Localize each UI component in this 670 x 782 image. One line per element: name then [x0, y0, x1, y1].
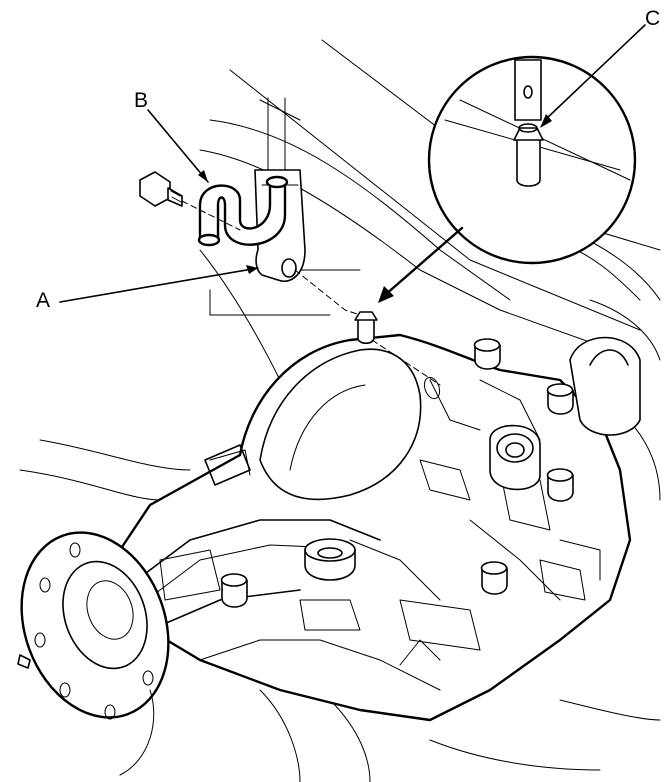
- breather-nipple: [354, 311, 378, 345]
- pinion-boss: [489, 336, 641, 491]
- bolt-lower-left: [220, 573, 248, 608]
- callout-label-b: B: [134, 89, 149, 112]
- leader-arrow-a: [246, 265, 258, 274]
- bracket-bolt: [139, 171, 241, 231]
- axle-flange: [17, 531, 170, 776]
- leader-lines: [59, 24, 646, 303]
- breather-hose: [197, 175, 289, 247]
- bolt-mid-right: [546, 468, 574, 502]
- breather-hole: [371, 339, 441, 400]
- leader-line-a: [59, 267, 259, 303]
- bolt-lower-right: [480, 561, 508, 595]
- callout-label-a: A: [36, 289, 51, 312]
- housing-bolts: [220, 338, 574, 608]
- chassis-frame-lines: [199, 39, 661, 361]
- bolt-top-left: [473, 338, 501, 370]
- leader-arrow-c: [540, 114, 552, 128]
- detail-pointer-arrowhead: [378, 286, 394, 303]
- detail-pointer-arrow: [383, 226, 464, 297]
- alignment-lines: [209, 269, 361, 316]
- leader-line-b: [147, 109, 209, 183]
- bolt-top-right: [546, 383, 574, 415]
- callout-label-c: C: [645, 7, 661, 30]
- leader-arrow-b: [198, 170, 208, 182]
- detail-magnifier: [427, 55, 637, 265]
- leader-line-c: [544, 24, 646, 121]
- bolt-bottom-center: [304, 538, 356, 581]
